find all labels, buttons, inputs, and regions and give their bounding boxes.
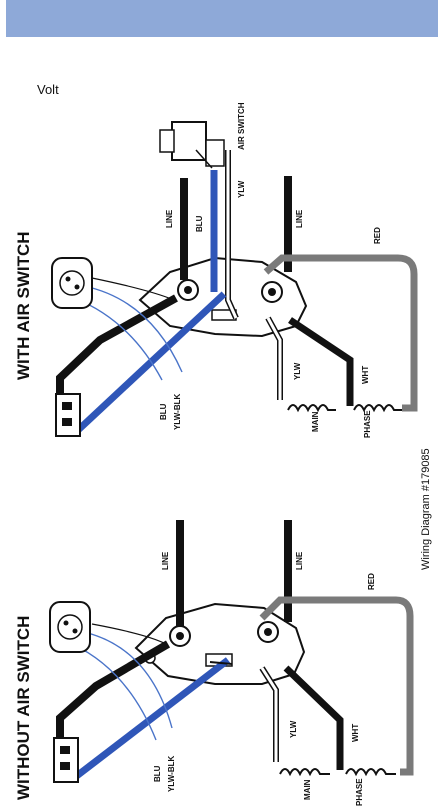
wht-wire-top [288,317,354,406]
capacitor-bottom [49,601,91,653]
header-band [6,0,438,37]
section-title-without-air-switch: WITHOUT AIR SWITCH [14,615,33,800]
label-main-top: MAIN [311,411,320,432]
thin-lead-b-bottom [83,631,173,729]
thin-lead-b-top [83,285,183,373]
label-red-bottom: RED [367,573,376,590]
label-line-left-top: LINE [165,209,174,228]
label-line-right-bottom: LINE [295,551,304,570]
label-blu-air: BLU [195,215,204,232]
phase-coil-top [353,404,402,413]
without-air-switch-diagram: LINE LINE RED YLW WHT MAIN PHASE BLU YLW… [49,520,414,806]
label-air-switch: AIR SWITCH [237,102,246,150]
label-ylw-air: YLW [237,180,246,198]
label-phase-bottom: PHASE [355,778,364,806]
main-coil-top [287,404,336,413]
with-air-switch-diagram: AIR SWITCH YLW BLU LINE LINE RED YLW WHT… [51,102,418,438]
black-wire-to-plug-top [56,294,178,398]
label-blu-bottom-top: BLU [159,403,168,420]
blue-wire-to-plug-top [73,291,227,435]
plug-bottom [53,737,79,783]
blue-wire-to-plug-bottom [71,657,231,781]
label-wht-top: WHT [361,366,370,384]
wht-wire-bottom [283,665,344,770]
air-switch-component [159,121,225,169]
label-ylw-lower-top: YLW [293,362,302,380]
red-wire-top [263,254,418,412]
label-ylw-blk-top: YLW-BLK [173,394,182,431]
volt-text: Volt [37,82,59,97]
label-line-right-top: LINE [295,209,304,228]
label-ylw-blk-bottom: YLW-BLK [167,756,176,793]
plug-top [55,393,81,437]
black-wire-to-plug-bottom [56,640,171,740]
section-title-with-air-switch: WITH AIR SWITCH [14,231,33,380]
capacitor-top [51,257,93,309]
label-wht-bottom: WHT [351,724,360,742]
label-line-left-bottom: LINE [161,551,170,570]
diagram-caption: Wiring Diagram #179085 [420,448,432,570]
red-wire-bottom [259,596,414,776]
label-main-bottom: MAIN [303,779,312,800]
main-coil-bottom [279,768,330,777]
label-ylw-bottom: YLW [289,720,298,738]
label-phase-top: PHASE [363,410,372,438]
phase-coil-bottom [345,768,396,777]
label-red-top: RED [373,227,382,244]
label-blu-bottom: BLU [153,765,162,782]
